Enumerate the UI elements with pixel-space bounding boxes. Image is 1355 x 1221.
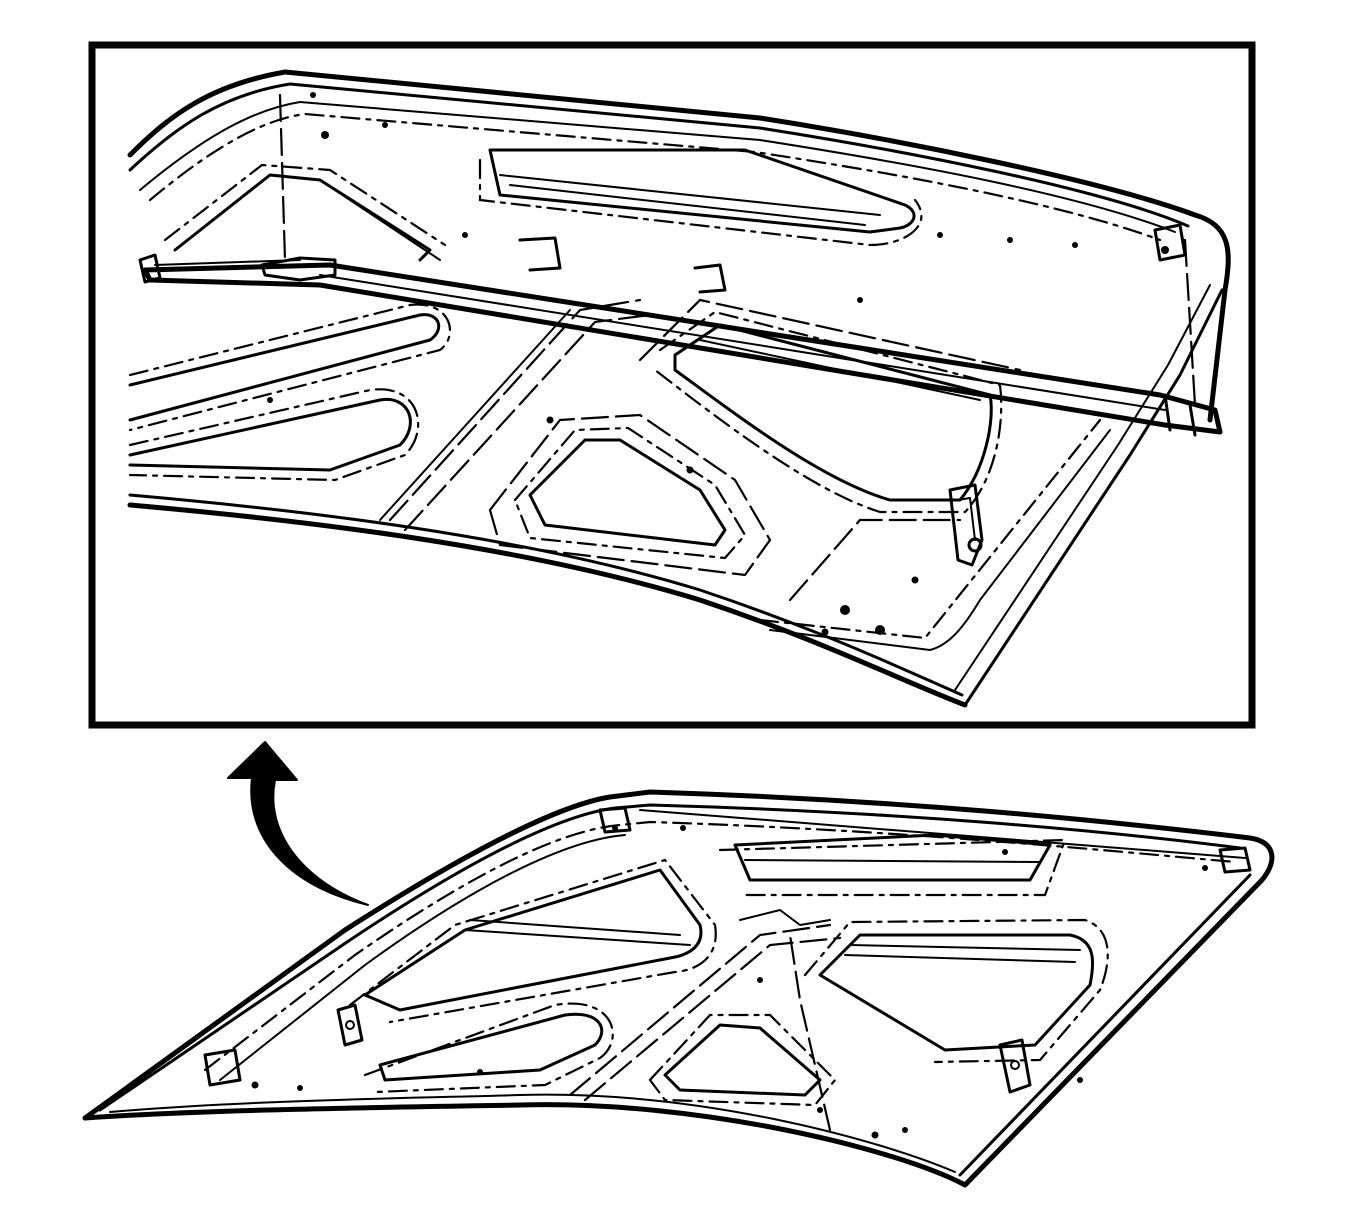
latch-bracket-right: [998, 1038, 1032, 1094]
hood-full-view: [82, 789, 1275, 1188]
hood-outline: [82, 789, 1275, 1188]
latch-bracket-left: [336, 1003, 364, 1047]
latch-bracket-detail: [948, 483, 984, 567]
curved-arrow-up-icon: [227, 741, 369, 906]
detail-inset: [88, 41, 1256, 729]
reinforcement-strip: [138, 253, 1223, 437]
detail-holes: [267, 92, 1169, 636]
detail-frame: [88, 41, 1256, 729]
detail-hood-outline: [127, 69, 1231, 423]
hood-holes: [251, 825, 1208, 1139]
